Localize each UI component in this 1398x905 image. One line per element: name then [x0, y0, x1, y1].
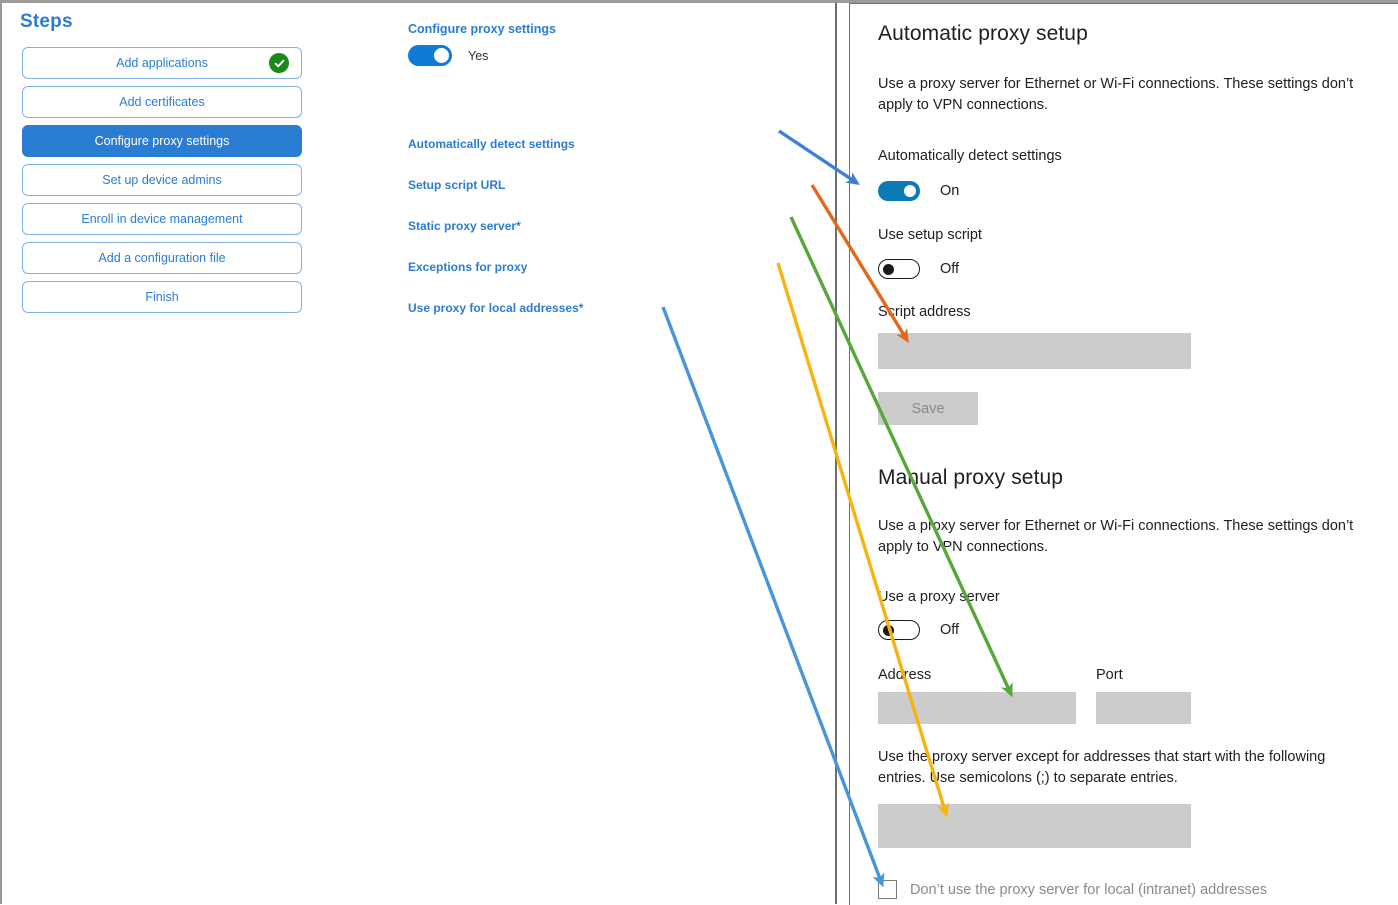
required-marker: * [578, 301, 584, 315]
step-item-add-applications[interactable]: Add applications [22, 47, 302, 79]
script-address-input[interactable] [878, 333, 1191, 369]
step-item-add-certificates[interactable]: Add certificates [22, 86, 302, 118]
use-a-proxy-server-toggle[interactable] [878, 620, 920, 640]
field-automatically-detect-settings: Automatically detect settings No [408, 133, 1110, 159]
step-label: Add applications [116, 56, 208, 70]
exceptions-description: Use the proxy server except for addresse… [878, 749, 1326, 786]
configure-proxy-toggle-label: Yes [468, 48, 489, 63]
steps-panel: Steps Add applications Add certificates … [2, 3, 332, 904]
steps-list: Add applications Add certificates Config… [22, 47, 302, 320]
automatically-detect-settings-state: On [940, 183, 960, 199]
proxy-form-panel: Configure proxy settings Yes Automatical… [332, 3, 1154, 904]
step-item-finish[interactable]: Finish [22, 281, 302, 313]
window-top-border [0, 0, 1398, 3]
save-button[interactable]: Save [878, 392, 978, 425]
field-label: Automatically detect settings [408, 137, 575, 151]
use-setup-script-state: Off [940, 261, 960, 277]
field-static-proxy-server: Static proxy server* 192.168.1.1:8080 [408, 215, 1148, 241]
step-label: Add certificates [119, 95, 205, 109]
step-label: Enroll in device management [81, 212, 243, 226]
automatically-detect-settings-toggle-row: On [878, 181, 959, 201]
automatic-proxy-setup-description: Use a proxy server for Ethernet or Wi-Fi… [878, 76, 1354, 113]
automatically-detect-settings-label: Automatically detect settings [878, 148, 1062, 164]
window-left-border [0, 3, 2, 904]
manual-proxy-setup-description: Use a proxy server for Ethernet or Wi-Fi… [878, 518, 1354, 555]
use-a-proxy-server-toggle-row: Off [878, 620, 959, 640]
automatically-detect-settings-toggle[interactable] [878, 181, 920, 201]
bypass-local-addresses-row[interactable]: Don’t use the proxy server for local (in… [878, 880, 1267, 899]
step-item-set-up-device-admins[interactable]: Set up device admins [22, 164, 302, 196]
use-setup-script-toggle[interactable] [878, 259, 920, 279]
step-label: Finish [145, 290, 179, 304]
steps-title: Steps [20, 11, 73, 32]
use-setup-script-toggle-row: Off [878, 259, 959, 279]
configure-proxy-toggle[interactable] [408, 45, 452, 66]
port-input[interactable] [1096, 692, 1191, 724]
panel-divider [835, 3, 837, 904]
step-label: Configure proxy settings [94, 134, 230, 148]
windows-proxy-settings-panel: Automatic proxy setup Use a proxy server… [849, 3, 1398, 905]
field-use-proxy-for-local-addresses: Use proxy for local addresses* No [408, 297, 1110, 323]
port-label: Port [1096, 667, 1123, 683]
use-a-proxy-server-label: Use a proxy server [878, 589, 1000, 605]
use-a-proxy-server-state: Off [940, 622, 960, 638]
field-exceptions-for-proxy: Exceptions for proxy *.office365.com [408, 256, 1148, 282]
step-label: Add a configuration file [98, 251, 226, 265]
address-input[interactable] [878, 692, 1076, 724]
step-label: Set up device admins [102, 173, 222, 187]
automatic-proxy-setup-heading: Automatic proxy setup [878, 22, 1088, 45]
address-label: Address [878, 667, 932, 683]
field-label: Exceptions for proxy [408, 260, 528, 274]
bypass-local-addresses-checkbox[interactable] [878, 880, 897, 899]
bypass-local-addresses-label: Don’t use the proxy server for local (in… [910, 881, 1268, 898]
field-label: Setup script URL [408, 178, 506, 192]
script-address-label: Script address [878, 304, 971, 320]
manual-proxy-setup-heading: Manual proxy setup [878, 466, 1064, 489]
field-label: Static proxy server* [408, 219, 521, 233]
use-setup-script-label: Use setup script [878, 227, 982, 243]
field-label: Use proxy for local addresses* [408, 301, 584, 315]
form-title: Configure proxy settings [408, 22, 556, 36]
step-item-add-a-configuration-file[interactable]: Add a configuration file [22, 242, 302, 274]
required-marker: * [516, 219, 521, 233]
check-circle-icon [269, 53, 289, 73]
configure-proxy-toggle-row: Yes [408, 45, 488, 66]
field-setup-script-url: Setup script URL http://proxysrv.domain.… [408, 174, 1154, 200]
step-item-enroll-in-device-management[interactable]: Enroll in device management [22, 203, 302, 235]
proxy-exceptions-input[interactable] [878, 804, 1191, 848]
step-item-configure-proxy-settings[interactable]: Configure proxy settings [22, 125, 302, 157]
